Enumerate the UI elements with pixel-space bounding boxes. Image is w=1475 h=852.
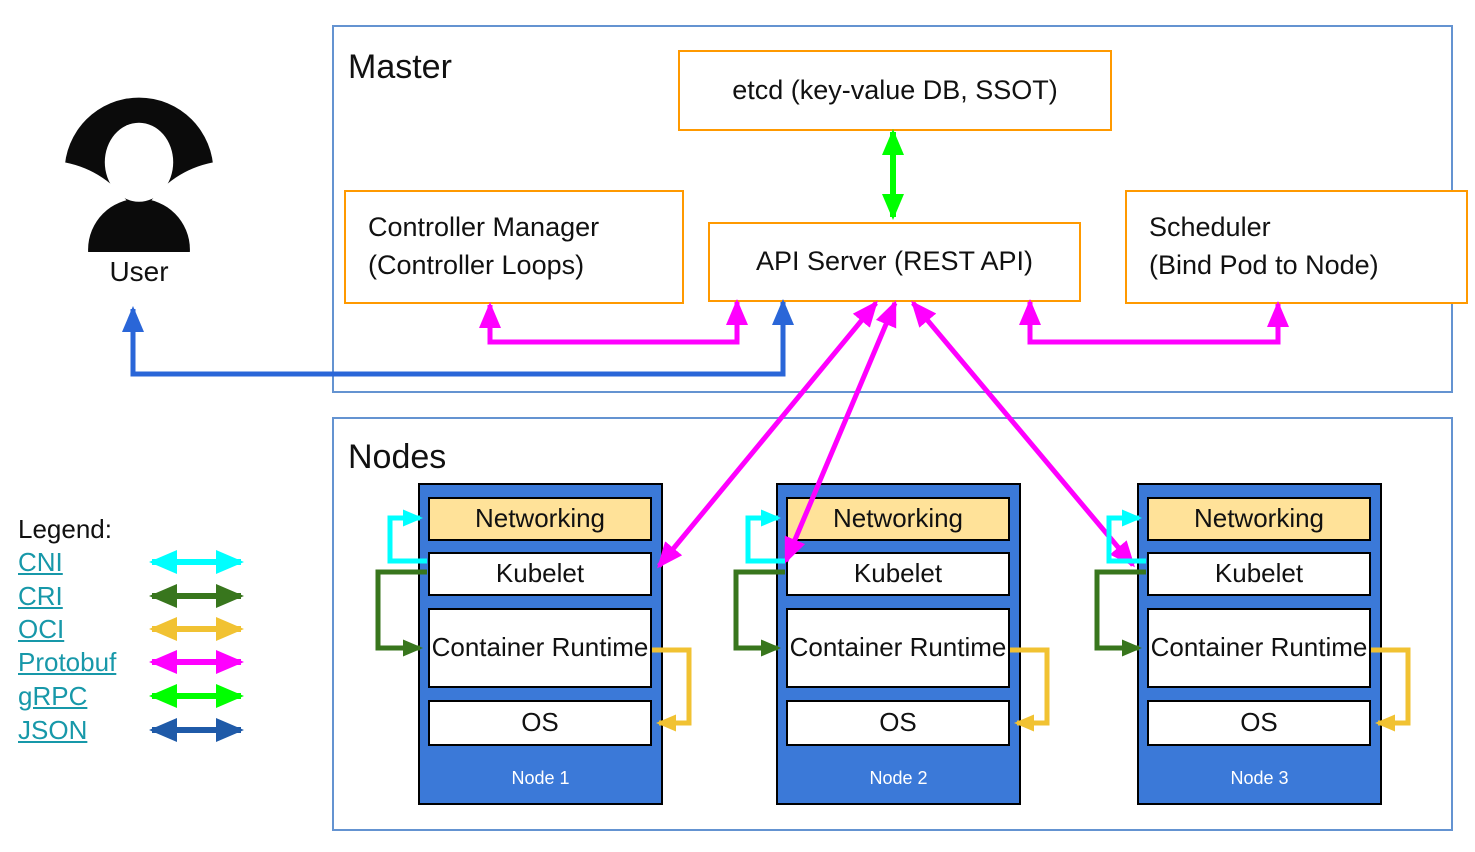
legend-link-json[interactable]: JSON: [18, 715, 88, 745]
controller-manager-line2: (Controller Loops): [368, 250, 585, 280]
node3-kubelet-box: Kubelet: [1147, 552, 1371, 596]
user-label: User: [109, 256, 169, 287]
node2-kubelet-box: Kubelet: [786, 552, 1010, 596]
legend-link-protobuf[interactable]: Protobuf: [18, 647, 117, 677]
node3-container-runtime-box: Container Runtime: [1147, 608, 1371, 688]
legend-title: Legend:: [18, 514, 112, 544]
node3-networking-box: Networking: [1147, 497, 1371, 541]
node1-kubelet-box: Kubelet: [428, 552, 652, 596]
controller-manager-line1: Controller Manager: [368, 212, 600, 243]
node1-container-runtime-box: Container Runtime: [428, 608, 652, 688]
node-1: Networking Kubelet Container Runtime OS …: [418, 483, 663, 805]
legend-link-oci[interactable]: OCI: [18, 614, 65, 644]
node1-name: Node 1: [511, 768, 570, 788]
user-icon: [63, 97, 215, 252]
node3-os-box: OS: [1147, 700, 1371, 746]
node2-networking-box: Networking: [786, 497, 1010, 541]
scheduler-line2: (Bind Pod to Node): [1149, 250, 1379, 280]
api-server-box: API Server (REST API): [708, 222, 1081, 302]
node3-name: Node 3: [1230, 768, 1289, 788]
legend-link-cri[interactable]: CRI: [18, 581, 63, 611]
etcd-box: etcd (key-value DB, SSOT): [678, 50, 1112, 131]
legend-link-cni[interactable]: CNI: [18, 547, 63, 577]
node2-os-box: OS: [786, 700, 1010, 746]
node-2: Networking Kubelet Container Runtime OS …: [776, 483, 1021, 805]
scheduler-box: Scheduler (Bind Pod to Node): [1125, 190, 1468, 304]
master-label: Master: [348, 48, 452, 86]
node-3: Networking Kubelet Container Runtime OS …: [1137, 483, 1382, 805]
node1-networking-box: Networking: [428, 497, 652, 541]
node1-os-box: OS: [428, 700, 652, 746]
node2-container-runtime-box: Container Runtime: [786, 608, 1010, 688]
legend-link-grpc[interactable]: gRPC: [18, 681, 88, 711]
node2-name: Node 2: [869, 768, 928, 788]
scheduler-line1: Scheduler: [1149, 212, 1271, 243]
nodes-label: Nodes: [348, 438, 447, 476]
controller-manager-box: Controller Manager (Controller Loops): [344, 190, 684, 304]
